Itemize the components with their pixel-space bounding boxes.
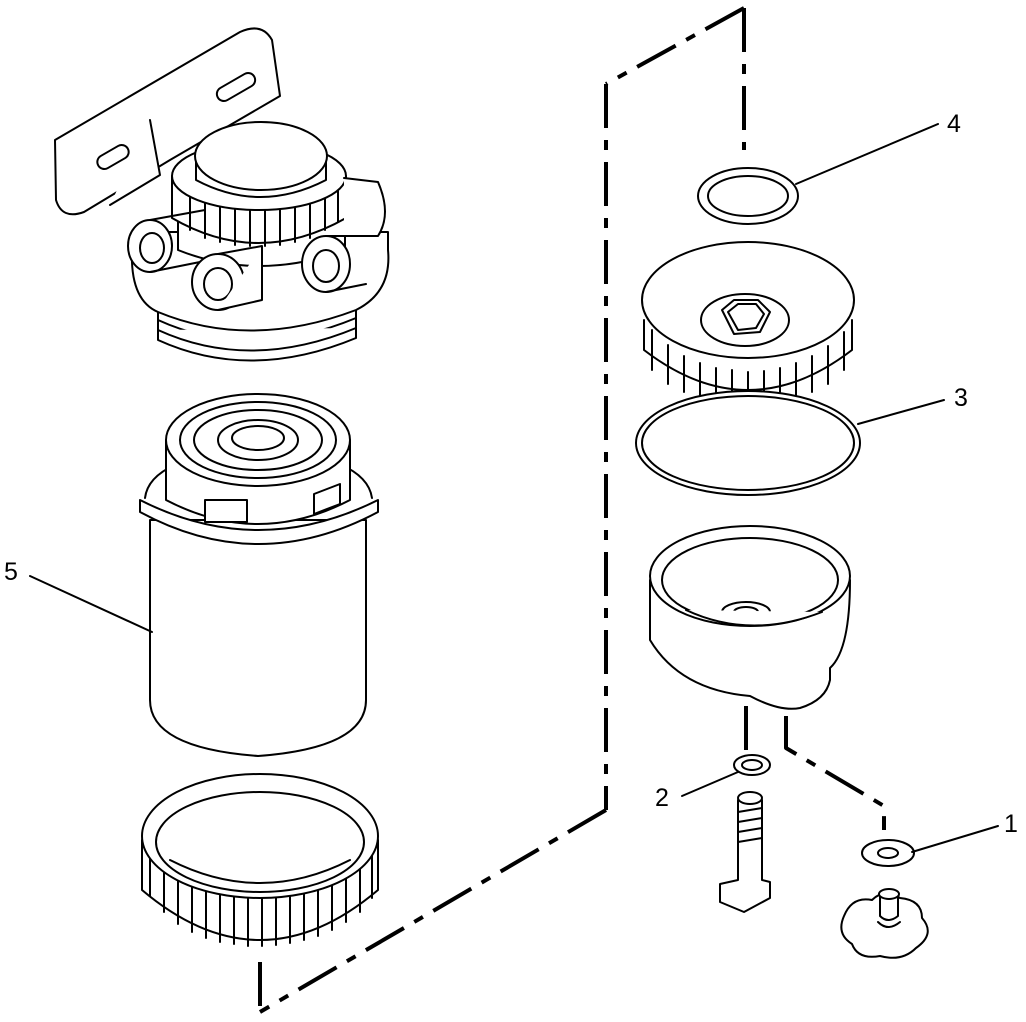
assembly-lines — [258, 6, 886, 1014]
drain-knob-icon — [840, 888, 929, 959]
callout-label-5: 5 — [4, 558, 18, 586]
port-right-top — [343, 177, 386, 237]
leader-line-3 — [857, 399, 945, 425]
leader-line-4 — [795, 123, 939, 185]
cover-icon — [641, 241, 855, 407]
port-left — [127, 209, 206, 273]
filter-element-icon — [139, 393, 379, 757]
filter-head-icon — [54, 27, 390, 362]
retaining-ring-icon — [141, 773, 379, 947]
leader-line-5 — [29, 575, 153, 633]
bowl-icon — [649, 525, 851, 710]
washer-2-icon — [733, 754, 771, 776]
callout-label-1: 1 — [1004, 810, 1018, 838]
bolt-icon — [719, 791, 771, 913]
leader-line-2 — [681, 771, 739, 797]
callout-label-2: 2 — [655, 784, 669, 812]
washer-1-icon — [861, 839, 915, 867]
seal-3-icon — [635, 390, 861, 496]
port-front — [191, 245, 263, 311]
o-ring-4-icon — [697, 167, 799, 225]
callout-label-3: 3 — [954, 384, 968, 412]
leader-line-1 — [911, 825, 999, 853]
callout-label-4: 4 — [947, 110, 961, 138]
leader-lines — [29, 123, 999, 853]
port-right — [301, 235, 367, 293]
